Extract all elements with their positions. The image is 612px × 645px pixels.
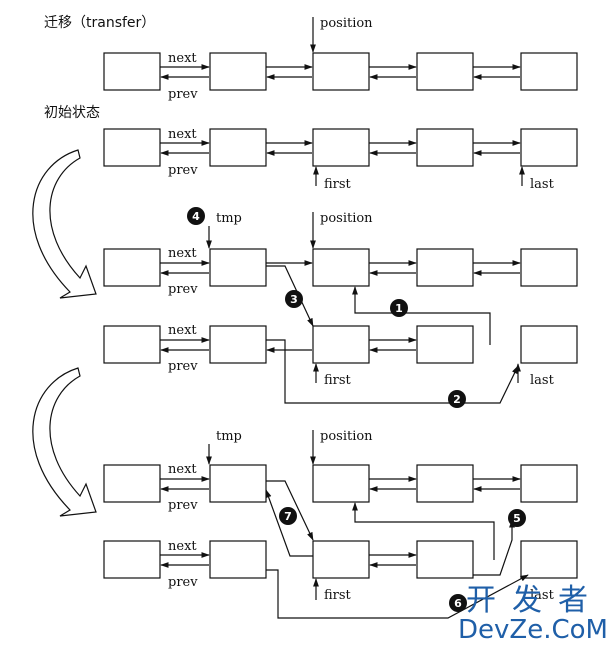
last-label: last bbox=[530, 177, 555, 192]
node bbox=[416, 464, 474, 503]
next-label: next bbox=[168, 323, 197, 338]
node bbox=[520, 325, 578, 364]
node bbox=[209, 128, 267, 167]
node bbox=[209, 464, 267, 503]
first-label: first bbox=[324, 373, 352, 388]
watermark: 开 发 者 DevZe.CoM bbox=[458, 583, 608, 645]
prev-label: prev bbox=[168, 87, 198, 102]
node bbox=[416, 52, 474, 91]
node bbox=[209, 52, 267, 91]
diagram-title: 迁移（transfer） bbox=[44, 15, 155, 31]
first-label: first bbox=[324, 588, 352, 603]
svg-text:6: 6 bbox=[454, 597, 462, 610]
prev-label: prev bbox=[168, 498, 198, 513]
node bbox=[416, 248, 474, 287]
row-4-list bbox=[103, 325, 578, 404]
svg-text:5: 5 bbox=[513, 512, 521, 525]
node bbox=[312, 52, 370, 91]
svg-text:3: 3 bbox=[290, 293, 298, 306]
node bbox=[103, 325, 161, 364]
node bbox=[103, 128, 161, 167]
row-1-list bbox=[103, 17, 578, 91]
step-marker-2: 2 bbox=[448, 390, 466, 408]
node bbox=[209, 248, 267, 287]
step-marker-1: 1 bbox=[390, 299, 408, 317]
last-label: last bbox=[530, 373, 555, 388]
node bbox=[103, 248, 161, 287]
node bbox=[520, 464, 578, 503]
position-label: position bbox=[320, 16, 373, 31]
node bbox=[103, 464, 161, 503]
node bbox=[520, 52, 578, 91]
node bbox=[520, 540, 578, 579]
node bbox=[520, 128, 578, 167]
prev-label: prev bbox=[168, 575, 198, 590]
last-label: last bbox=[530, 588, 555, 603]
position-label: position bbox=[320, 211, 373, 226]
step-marker-5: 5 bbox=[508, 509, 526, 527]
transition-arrow bbox=[32, 149, 97, 299]
svg-text:7: 7 bbox=[284, 510, 292, 523]
prev-label: prev bbox=[168, 282, 198, 297]
node bbox=[103, 540, 161, 579]
node bbox=[416, 540, 474, 579]
node bbox=[416, 128, 474, 167]
prev-label: prev bbox=[168, 163, 198, 178]
next-label: next bbox=[168, 462, 197, 477]
node bbox=[312, 128, 370, 167]
first-label: first bbox=[324, 177, 352, 192]
svg-text:1: 1 bbox=[395, 302, 403, 315]
tmp-label: tmp bbox=[216, 429, 242, 444]
transition-arrow bbox=[32, 367, 97, 517]
node bbox=[312, 464, 370, 503]
svg-text:者: 者 bbox=[558, 583, 588, 618]
row-3-list bbox=[103, 212, 578, 345]
next-label: next bbox=[168, 127, 197, 142]
svg-text:4: 4 bbox=[192, 210, 200, 223]
svg-text:DevZe.CoM: DevZe.CoM bbox=[458, 615, 608, 645]
row-6-list bbox=[103, 519, 578, 619]
node bbox=[312, 540, 370, 579]
svg-text:发: 发 bbox=[512, 583, 542, 618]
node bbox=[103, 52, 161, 91]
step-marker-6: 6 bbox=[449, 594, 467, 612]
step-marker-4: 4 bbox=[187, 207, 205, 225]
node bbox=[209, 540, 267, 579]
svg-text:2: 2 bbox=[453, 393, 461, 406]
node bbox=[520, 248, 578, 287]
tmp-label: tmp bbox=[216, 211, 242, 226]
initial-state-label: 初始状态 bbox=[44, 104, 100, 121]
prev-label: prev bbox=[168, 359, 198, 374]
next-label: next bbox=[168, 539, 197, 554]
row-5-list bbox=[103, 430, 578, 560]
node bbox=[416, 325, 474, 364]
next-label: next bbox=[168, 246, 197, 261]
svg-text:开: 开 bbox=[466, 583, 496, 618]
step-marker-7: 7 bbox=[279, 507, 297, 525]
step-marker-3: 3 bbox=[285, 290, 303, 308]
next-label: next bbox=[168, 51, 197, 66]
position-label: position bbox=[320, 429, 373, 444]
node bbox=[312, 248, 370, 287]
node bbox=[209, 325, 267, 364]
row-2-list bbox=[103, 128, 578, 186]
node bbox=[312, 325, 370, 364]
